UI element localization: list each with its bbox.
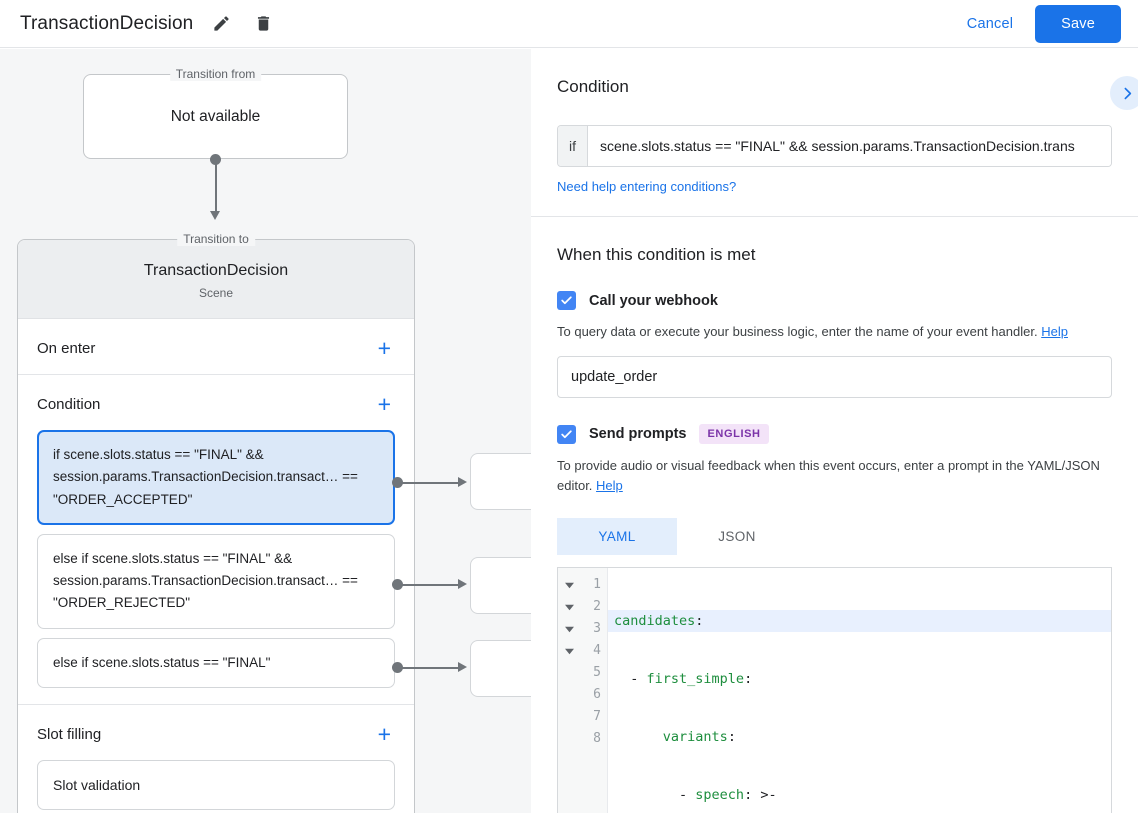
- yaml-editor[interactable]: 1 2 3 4 5 6 7 8 candidates: - first_simp…: [557, 567, 1112, 813]
- editor-line-numbers: 1 2 3 4 5 6 7 8: [580, 568, 608, 813]
- transition-from-legend: Transition from: [169, 67, 262, 81]
- edge-dot-1: [392, 579, 403, 590]
- line-number: 4: [593, 643, 601, 659]
- line-number: 3: [593, 621, 601, 637]
- chevron-right-icon[interactable]: [1110, 76, 1138, 110]
- condition-input-row: if: [557, 125, 1112, 167]
- transition-from-value: Not available: [170, 107, 261, 125]
- webhook-description: To query data or execute your business l…: [557, 322, 1112, 342]
- prompts-description: To provide audio or visual feedback when…: [557, 456, 1112, 496]
- flow-canvas[interactable]: Transition from Not available Transition…: [0, 49, 531, 813]
- edge-line-2: [400, 667, 460, 669]
- add-on-enter-button[interactable]: +: [377, 335, 391, 361]
- line-number: 8: [593, 731, 601, 747]
- line-number: 5: [593, 665, 601, 681]
- slot-validation-card[interactable]: Slot validation: [37, 759, 395, 810]
- trash-icon[interactable]: [249, 10, 277, 38]
- cancel-button[interactable]: Cancel: [953, 7, 1027, 41]
- section-on-enter: On enter +: [18, 319, 414, 375]
- top-bar: TransactionDecision Cancel Save: [0, 0, 1138, 48]
- section-condition: Condition + if scene.slots.status == "FI…: [18, 375, 414, 705]
- edge-dot-2: [392, 662, 403, 673]
- save-button[interactable]: Save: [1035, 4, 1121, 43]
- line-number: 6: [593, 687, 601, 703]
- add-slot-filling-button[interactable]: +: [377, 720, 391, 747]
- target-stub-2[interactable]: [470, 640, 531, 697]
- fold-toggle-3[interactable]: [558, 618, 580, 640]
- topbar-actions: Cancel Save: [953, 4, 1121, 43]
- language-badge: ENGLISH: [699, 424, 769, 445]
- scene-subtitle: Scene: [198, 286, 234, 300]
- edge-dot-0: [392, 477, 403, 488]
- details-panel: Condition if Need help entering conditio…: [531, 49, 1138, 813]
- edge-line-1: [400, 584, 460, 586]
- line-number: 1: [593, 577, 601, 593]
- panel-title-when-met: When this condition is met: [557, 245, 756, 264]
- scene-header: TransactionDecision Scene: [18, 240, 414, 319]
- condition-card-2[interactable]: else if scene.slots.status == "FINAL": [37, 637, 395, 688]
- scene-name: TransactionDecision: [143, 262, 289, 279]
- webhook-check-row: Call your webhook: [557, 291, 1112, 310]
- edge-arrow-1: [458, 579, 467, 589]
- send-prompts-checkbox[interactable]: [557, 424, 576, 444]
- panel-title-condition: Condition: [557, 77, 629, 96]
- connector-line: [215, 159, 217, 213]
- panel-when-met-section: When this condition is met Call your web…: [531, 217, 1138, 813]
- if-prefix-label: if: [558, 126, 588, 166]
- condition-card-1[interactable]: else if scene.slots.status == "FINAL" &&…: [37, 533, 395, 629]
- section-title-slot-filling: Slot filling: [37, 725, 102, 743]
- editor-code-area[interactable]: candidates: - first_simple: variants: - …: [608, 568, 1111, 813]
- fold-toggle-2[interactable]: [558, 596, 580, 618]
- prompts-description-text: To provide audio or visual feedback when…: [557, 458, 1100, 494]
- condition-input[interactable]: [588, 126, 1111, 166]
- page-title: TransactionDecision: [20, 12, 194, 34]
- prompts-check-row: Send prompts ENGLISH: [557, 424, 1112, 445]
- fold-toggle-4[interactable]: [558, 640, 580, 662]
- code-line[interactable]: - first_simple:: [614, 671, 753, 688]
- section-title-on-enter: On enter: [37, 340, 96, 357]
- send-prompts-label: Send prompts: [589, 426, 687, 443]
- condition-card-0[interactable]: if scene.slots.status == "FINAL" && sess…: [37, 430, 395, 525]
- edge-line-0: [400, 482, 460, 484]
- add-condition-button[interactable]: +: [377, 391, 391, 417]
- code-line[interactable]: - speech: >-: [614, 787, 777, 804]
- target-stub-0[interactable]: [470, 453, 531, 510]
- tab-yaml[interactable]: YAML: [557, 518, 677, 556]
- tab-json[interactable]: JSON: [718, 529, 756, 545]
- code-line[interactable]: candidates:: [608, 610, 1111, 633]
- prompts-help-link[interactable]: Help: [596, 478, 623, 494]
- section-slot-filling: Slot filling + Slot validation: [18, 705, 414, 813]
- transition-from-box: Transition from Not available: [83, 67, 348, 159]
- call-webhook-checkbox[interactable]: [557, 291, 576, 310]
- condition-help-link[interactable]: Need help entering conditions?: [557, 179, 737, 194]
- call-webhook-label: Call your webhook: [589, 292, 718, 309]
- webhook-help-link[interactable]: Help: [1041, 324, 1068, 339]
- target-stub-1[interactable]: [470, 557, 531, 614]
- line-number: 7: [593, 709, 601, 725]
- panel-condition-section: Condition if Need help entering conditio…: [531, 49, 1138, 217]
- editor-format-tabs: YAML JSON: [557, 518, 1112, 556]
- scene-card: Transition to TransactionDecision Scene …: [17, 232, 415, 813]
- section-title-condition: Condition: [37, 396, 101, 413]
- pencil-icon[interactable]: [207, 10, 235, 38]
- fold-toggle-1[interactable]: [558, 574, 580, 596]
- line-number: 2: [593, 599, 601, 615]
- editor-fold-column: [558, 568, 580, 813]
- connector-arrow: [210, 211, 220, 220]
- event-handler-input[interactable]: [557, 356, 1112, 399]
- edge-arrow-0: [458, 477, 467, 487]
- edge-arrow-2: [458, 662, 467, 672]
- webhook-description-text: To query data or execute your business l…: [557, 324, 1038, 339]
- transition-to-legend: Transition to: [177, 232, 255, 246]
- code-line[interactable]: variants:: [662, 729, 736, 746]
